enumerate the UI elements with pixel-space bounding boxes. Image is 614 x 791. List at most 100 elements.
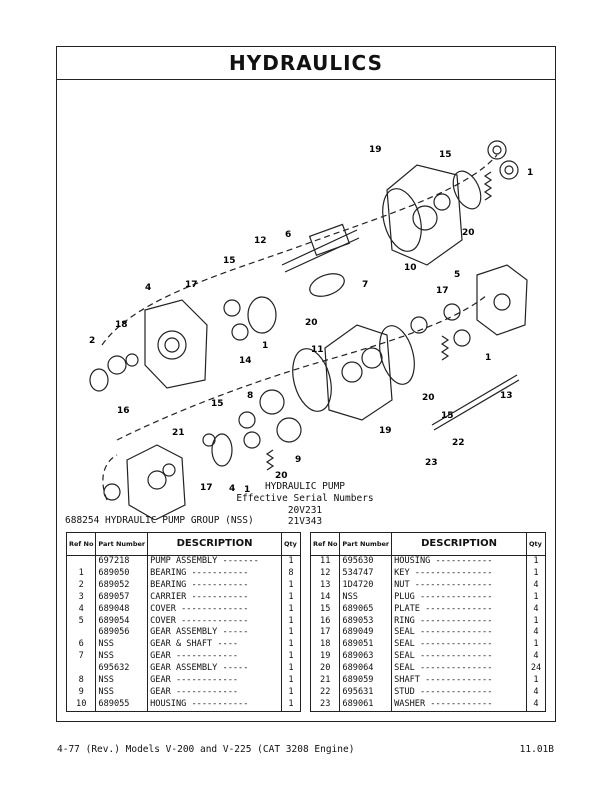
cell-ref: 8 [65, 675, 97, 687]
caption-line3: 20V231 [287, 505, 323, 516]
cell-qty: 1 [526, 567, 546, 580]
cell-qty: 4 [526, 651, 546, 664]
cell-qty: 1 [526, 555, 546, 568]
cell-ref: 23 [309, 698, 341, 712]
callout-label: 4 [229, 484, 235, 494]
cell-ref: 9 [65, 686, 97, 699]
callout-label: 15 [441, 411, 454, 421]
cell-desc: BEARING ----------- [147, 579, 282, 592]
cell-desc: WASHER ------------ [391, 698, 527, 712]
cell-qty: 1 [281, 627, 301, 640]
cell-part: NSS [95, 639, 149, 652]
cell-desc: PLATE ------------- [391, 603, 527, 616]
cell-qty: 1 [281, 579, 301, 592]
cell-ref: 6 [65, 639, 97, 652]
callout-label: 11 [311, 345, 324, 355]
cell-ref: 4 [65, 603, 97, 616]
cell-qty: 1 [281, 651, 301, 664]
cell-ref: 12 [309, 567, 341, 580]
cell-part: 695632 [95, 663, 149, 676]
callout-label: 20 [422, 393, 435, 403]
cell-part: NSS [95, 651, 149, 664]
cell-desc: GEAR ------------ [147, 651, 282, 664]
cell-part: 689055 [95, 698, 149, 712]
cell-qty: 1 [281, 698, 301, 712]
cell-ref: 20 [309, 663, 341, 676]
parts-table-left: Ref No Part Number DESCRIPTION Qty 69721… [65, 532, 301, 712]
footer-right: 11.01B [519, 744, 554, 755]
callout-label: 14 [239, 356, 252, 366]
cell-qty: 1 [281, 663, 301, 676]
callout-label: 1 [485, 353, 491, 363]
callout-label: 22 [452, 438, 465, 448]
cell-part: 689052 [95, 579, 149, 592]
qty-header: Qty [281, 532, 301, 556]
cell-part: 689053 [339, 615, 393, 628]
cell-ref: 19 [309, 651, 341, 664]
cell-desc: GEAR ------------ [147, 686, 282, 699]
caption-line2: Effective Serial Numbers [236, 493, 374, 504]
cell-qty: 1 [281, 675, 301, 687]
callout-label: 15 [439, 150, 452, 160]
cell-ref: 22 [309, 686, 341, 699]
cell-ref [65, 663, 97, 676]
callout-label: 1 [262, 341, 268, 351]
cell-qty: 4 [526, 603, 546, 616]
cell-desc: COVER ------------- [147, 615, 282, 628]
cell-desc: RING -------------- [391, 615, 527, 628]
cell-qty: 1 [281, 555, 301, 568]
cell-ref: 17 [309, 627, 341, 640]
cell-ref [65, 627, 97, 640]
callout-label: 16 [117, 406, 130, 416]
part-header: Part Number [339, 532, 393, 556]
callout-label: 13 [500, 391, 513, 401]
cell-qty: 1 [526, 639, 546, 652]
callout-label: 6 [285, 230, 291, 240]
callout-label: 23 [425, 458, 438, 468]
group-line: 688254 HYDRAULIC PUMP GROUP (NSS) [65, 515, 254, 526]
cell-desc: PLUG -------------- [391, 591, 527, 604]
cell-ref: 7 [65, 651, 97, 664]
cell-part: 689051 [339, 639, 393, 652]
cell-desc: SEAL -------------- [391, 627, 527, 640]
page-title: HYDRAULICS [229, 51, 383, 75]
callout-label: 7 [362, 280, 368, 290]
cell-ref: 16 [309, 615, 341, 628]
callout-label: 15 [211, 399, 224, 409]
cell-part: 689048 [95, 603, 149, 616]
callout-label: 20 [305, 318, 318, 328]
cell-part: 689057 [95, 591, 149, 604]
callout-label: 1 [244, 485, 250, 495]
cell-desc: GEAR & SHAFT ---- [147, 639, 282, 652]
cell-ref: 2 [65, 579, 97, 592]
cell-qty: 4 [526, 698, 546, 712]
cell-part: 534747 [339, 567, 393, 580]
cell-ref: 13 [309, 579, 341, 592]
cell-desc: HOUSING ----------- [391, 555, 527, 568]
callout-label: 1 [527, 168, 533, 178]
desc-header: DESCRIPTION [147, 532, 282, 556]
cell-part: 689061 [339, 698, 393, 712]
desc-header: DESCRIPTION [391, 532, 527, 556]
cell-part: 689065 [339, 603, 393, 616]
callout-label: 10 [404, 263, 417, 273]
caption-line1: HYDRAULIC PUMP [264, 481, 346, 492]
callout-label: 2 [89, 336, 95, 346]
cell-ref: 1 [65, 567, 97, 580]
cell-desc: HOUSING ----------- [147, 698, 282, 712]
cell-ref [65, 555, 97, 568]
cell-desc: NUT --------------- [391, 579, 527, 592]
